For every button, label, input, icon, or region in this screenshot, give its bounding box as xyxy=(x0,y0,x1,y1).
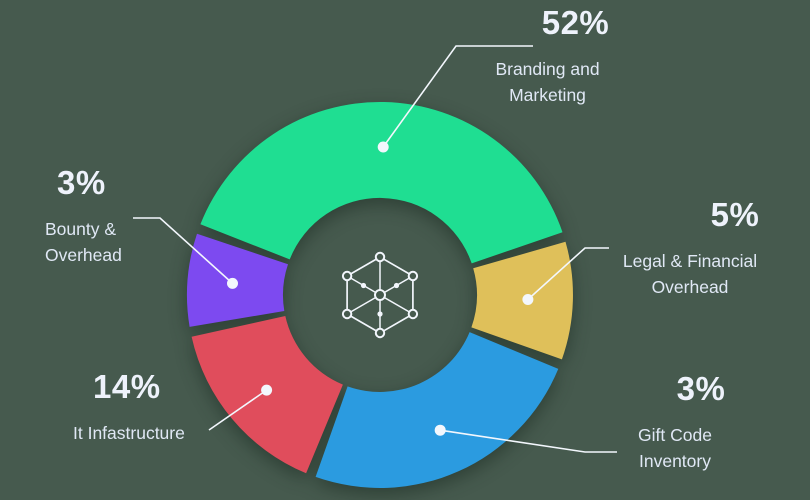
percent-value: 14% xyxy=(93,368,161,405)
slice-bounty-overhead xyxy=(186,233,288,327)
network-icon-node xyxy=(374,327,386,339)
leader-dot-bounty-overhead xyxy=(227,277,238,289)
segment-label: Branding and Marketing xyxy=(475,56,620,109)
segment-label-line: Inventory xyxy=(639,451,711,472)
network-icon-node xyxy=(341,270,353,282)
segment-label-line: It Infastructure xyxy=(73,423,185,443)
segment-label: Legal & Financial Overhead xyxy=(605,248,775,301)
slice-branding-and-marketing xyxy=(200,101,563,264)
leader-dot-branding-and-marketing xyxy=(377,141,389,153)
leader-dot-it-infastructure xyxy=(261,384,273,396)
network-icon-node xyxy=(407,270,419,282)
leader-line-it-infastructure xyxy=(208,389,268,431)
segment-label-line: Overhead xyxy=(45,245,122,266)
slice-legal-financial-overhead xyxy=(471,241,573,360)
percent-value: 3% xyxy=(676,370,726,407)
slice-gift-code-inventory xyxy=(315,332,559,488)
leader-line-legal-financial-overhead xyxy=(527,247,609,301)
segment-label-line: Gift Code xyxy=(638,425,712,445)
leader-dot-legal-financial-overhead xyxy=(522,294,534,305)
network-icon-inner-node xyxy=(377,311,383,317)
segment-label: Gift Code Inventory xyxy=(610,422,740,475)
leader-line-gift-code-inventory xyxy=(440,429,617,453)
network-icon-inner-node xyxy=(360,282,367,289)
leader-line-branding-and-marketing xyxy=(382,45,533,148)
network-icon-inner-node xyxy=(393,282,400,289)
leader-dot-gift-code-inventory xyxy=(434,424,446,436)
segment-label: It Infastructure xyxy=(73,420,243,446)
network-icon-node xyxy=(407,308,419,320)
segment-label-line: Branding and xyxy=(495,59,600,79)
network-icon-node xyxy=(374,251,386,263)
segment-label-line: Marketing xyxy=(509,85,586,106)
segment-label: Bounty & Overhead xyxy=(45,216,175,269)
percent-value: 3% xyxy=(57,164,106,201)
segment-label-line: Legal & Financial xyxy=(622,251,758,271)
network-icon-node xyxy=(374,289,386,301)
leader-line-bounty-overhead xyxy=(133,217,234,284)
callout-it-infastructure: 14% It Infastructure xyxy=(73,370,243,446)
callout-branding-and-marketing: 52% Branding and Marketing xyxy=(475,6,620,109)
callout-legal-financial-overhead: 5% Legal & Financial Overhead xyxy=(605,198,775,301)
network-icon-node xyxy=(341,308,353,320)
segment-label-line: Bounty & xyxy=(45,219,117,239)
callout-gift-code-inventory: 3% Gift Code Inventory xyxy=(610,372,740,475)
network-icon-spoke xyxy=(379,294,414,315)
segment-label-line: Overhead xyxy=(651,277,729,298)
network-icon-spoke xyxy=(346,294,381,315)
callout-bounty-overhead: 3% Bounty & Overhead xyxy=(45,166,175,269)
network-icon xyxy=(341,251,419,339)
percent-value: 52% xyxy=(541,4,610,41)
leader-lines xyxy=(133,45,617,453)
percent-value: 5% xyxy=(710,196,760,233)
